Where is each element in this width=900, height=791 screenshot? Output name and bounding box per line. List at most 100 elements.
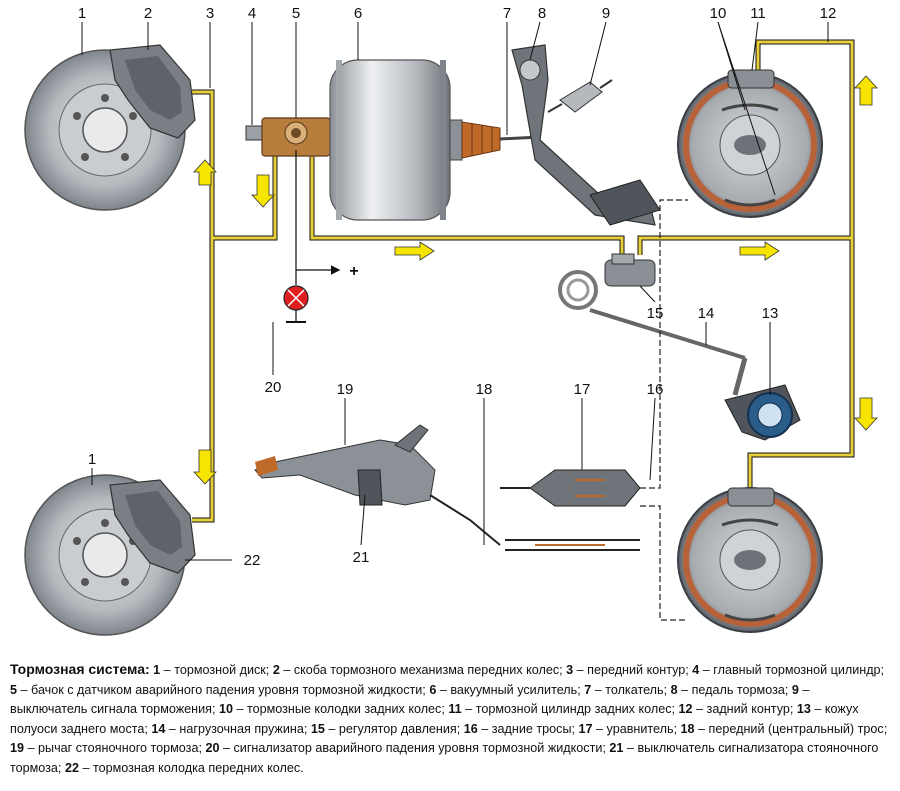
- legend-number: 5: [10, 682, 18, 697]
- legend-text: передний контур;: [587, 663, 689, 677]
- legend-number: 6: [429, 682, 437, 697]
- legend-number: 11: [448, 702, 462, 717]
- legend-number: 17: [578, 721, 593, 736]
- legend-text: нагрузочная пружина;: [179, 721, 308, 736]
- callout-lines: [81, 21, 829, 561]
- legend-number: 4: [692, 663, 700, 677]
- callout-numbers: 1 2 3 4 5 6 7 8 9 10 11 12 13 14 15 16 1…: [78, 5, 837, 569]
- callout-21: 21: [353, 549, 370, 566]
- legend-number: 7: [584, 682, 592, 697]
- legend-text: вакуумный усилитель;: [450, 682, 581, 697]
- arrow-up-icon: [193, 159, 217, 186]
- legend-number: 12: [678, 702, 693, 717]
- legend-text: тормозная колодка передних колес.: [92, 760, 304, 775]
- load-spring: [589, 308, 748, 396]
- callout-12: 12: [820, 5, 837, 22]
- legend-number: 18: [680, 721, 695, 736]
- legend-item: 8 – педаль тормоза;: [670, 682, 789, 697]
- legend-item: 16 – задние тросы;: [463, 721, 576, 736]
- brake-pedal: [511, 44, 661, 226]
- legend-text: тормозной диск;: [174, 663, 270, 677]
- arrow-right-icon: [739, 241, 780, 261]
- legend-number: 16: [463, 721, 478, 736]
- legend-item: 4 – главный тормозной цилиндр;: [692, 663, 885, 677]
- callout-7: 7: [503, 5, 511, 22]
- callout-8: 8: [538, 5, 546, 22]
- legend-item: 1 – тормозной диск;: [153, 663, 270, 677]
- callout-1-bottom: 1: [88, 451, 96, 468]
- arrow-down-icon: [251, 174, 275, 208]
- callout-9: 9: [602, 5, 610, 22]
- legend-item: 5 – бачок с датчиком аварийного падения …: [10, 682, 426, 697]
- legend-item: 9 – выключатель сигнала торможения;: [10, 682, 810, 717]
- legend-number: 9: [791, 682, 799, 697]
- legend-text: регулятор давления;: [338, 721, 461, 736]
- parking-brake-lever: [254, 424, 501, 546]
- legend-text: передний (центральный) трос;: [708, 721, 888, 736]
- legend-number: 19: [10, 741, 25, 756]
- callout-13: 13: [762, 305, 779, 322]
- legend-text: выключатель сигнализатора стояночного то…: [10, 741, 879, 775]
- figure-caption: Тормозная система: 1 – тормозной диск; 2…: [10, 660, 890, 779]
- legend-item: 12 – задний контур;: [678, 702, 794, 717]
- legend-item: 14 – нагрузочная пружина;: [151, 721, 308, 736]
- callout-4: 4: [248, 5, 256, 22]
- callout-22: 22: [244, 552, 261, 569]
- vacuum-booster: [329, 59, 451, 221]
- legend-text: тормозные колодки задних колес;: [246, 702, 445, 717]
- legend-text: скоба тормозного механизма передних коле…: [293, 663, 563, 677]
- arrow-down-icon: [854, 397, 878, 431]
- legend-item: 18 – передний (центральный) трос;: [680, 721, 888, 736]
- arrow-down-icon: [193, 449, 217, 485]
- push-rod: [449, 119, 541, 161]
- legend-text: уравнитель;: [606, 721, 678, 736]
- legend-item: 17 – уравнитель;: [578, 721, 678, 736]
- master-cylinder: [245, 117, 331, 157]
- front-caliper-top: [109, 44, 196, 139]
- legend-number: 2: [272, 663, 280, 677]
- legend-text: задний контур;: [706, 702, 794, 717]
- legend-text: тормозной цилиндр задних колес;: [475, 702, 676, 717]
- legend-item: 19 – рычаг стояночного тормоза;: [10, 741, 202, 756]
- legend-text: выключатель сигнала торможения;: [10, 702, 216, 717]
- warning-lamp: [283, 150, 341, 323]
- callout-14: 14: [698, 305, 715, 322]
- callout-17: 17: [574, 381, 591, 398]
- callout-15: 15: [647, 305, 664, 322]
- legend-number: 21: [609, 741, 624, 756]
- brake-light-switch: [547, 79, 613, 113]
- legend-item: 7 – толкатель;: [584, 682, 668, 697]
- legend-item: 21 – выключатель сигнализатора стояночно…: [10, 741, 879, 775]
- brake-system-diagram: 1 2 3 4 5 6 7 8 9 10 11 12 13 14 15 16 1…: [24, 5, 878, 636]
- callout-11: 11: [750, 5, 766, 22]
- arrow-right-icon: [394, 241, 435, 261]
- legend-text: задние тросы;: [491, 721, 576, 736]
- callout-6: 6: [354, 5, 362, 22]
- legend-item: 15 – регулятор давления;: [310, 721, 461, 736]
- rear-circuit-line-fill: [310, 40, 854, 500]
- legend-item: 22 – тормозная колодка передних колес.: [64, 760, 304, 775]
- legend-number: 8: [670, 682, 678, 697]
- legend-text: главный тормозной цилиндр;: [713, 663, 885, 677]
- legend-item: 6 – вакуумный усилитель;: [429, 682, 581, 697]
- legend-text: бачок с датчиком аварийного падения уров…: [31, 682, 426, 697]
- front-caliper-bottom: [109, 479, 196, 574]
- callout-19: 19: [337, 381, 354, 398]
- legend-number: 1: [153, 663, 161, 677]
- legend-item: 20 – сигнализатор аварийного падения уро…: [205, 741, 606, 756]
- legend-number: 10: [218, 702, 233, 717]
- callout-20: 20: [265, 379, 282, 396]
- callout-2: 2: [144, 5, 152, 22]
- legend-text: педаль тормоза;: [691, 682, 789, 697]
- rear-drum-brake-top: [677, 69, 823, 218]
- flow-arrows: [193, 75, 878, 485]
- legend-text: рычаг стояночного тормоза;: [38, 741, 202, 756]
- pressure-regulator: [558, 253, 656, 310]
- legend-list: 1 – тормозной диск; 2 – скоба тормозного…: [10, 663, 887, 775]
- legend-number: 3: [566, 663, 574, 677]
- callout-10: 10: [710, 5, 727, 22]
- rear-drum-brake-bottom: [677, 487, 823, 633]
- callout-5: 5: [292, 5, 300, 22]
- arrow-up-icon: [854, 75, 878, 106]
- legend-item: 11 – тормозной цилиндр задних колес;: [448, 702, 676, 717]
